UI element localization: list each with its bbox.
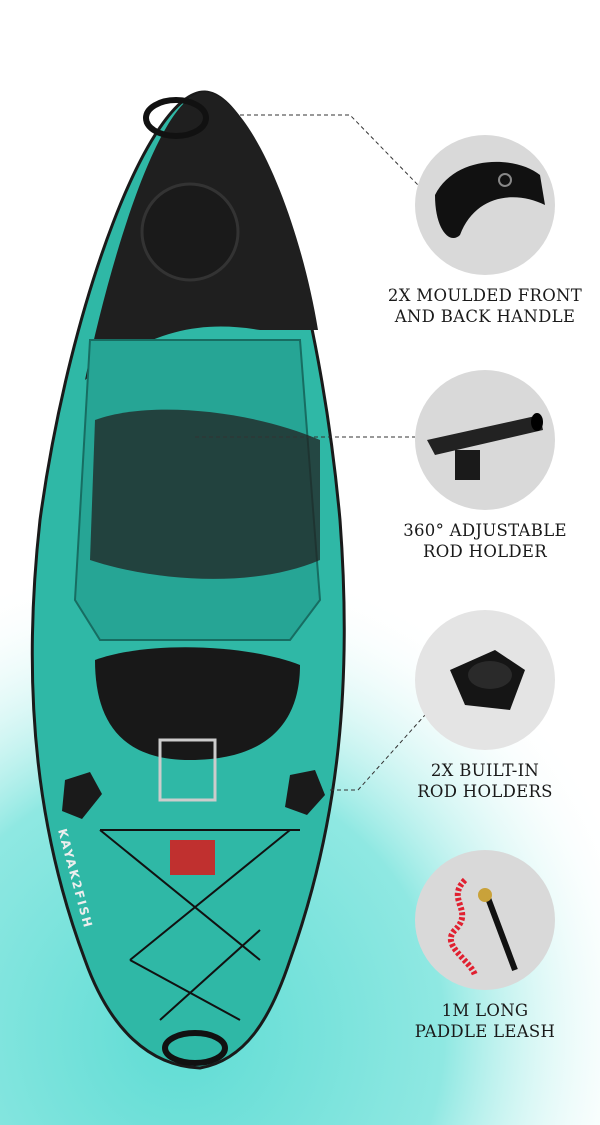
left-flush-rod-holder (62, 772, 102, 819)
right-flush-rod-holder (285, 770, 325, 815)
paddle-leash-icon (415, 850, 555, 990)
feature-built-in-rod-holders: 2X BUILT-IN ROD HOLDERS (380, 610, 590, 802)
feature-handle: 2X MOULDED FRONT AND BACK HANDLE (380, 135, 590, 327)
flush-rod-holder-icon (415, 610, 555, 750)
front-handle (143, 97, 209, 139)
feature-label-line2: AND BACK HANDLE (394, 307, 576, 326)
callout-lines (195, 114, 426, 791)
feature-label-line1: 360° ADJUSTABLE (403, 521, 567, 540)
feature-label-line2: PADDLE LEASH (414, 1022, 556, 1041)
feature-paddle-leash: 1M LONG PADDLE LEASH (380, 850, 590, 1042)
feature-label-line2: ROD HOLDER (423, 542, 547, 561)
feature-label-line1: 2X MOULDED FRONT (387, 286, 583, 305)
feature-label-line2: ROD HOLDERS (417, 782, 553, 801)
feature-label-line1: 2X BUILT-IN (430, 761, 540, 780)
handle-icon (415, 135, 555, 275)
feature-label-line1: 1M LONG (441, 1001, 529, 1020)
bungee-cords (99, 829, 300, 1021)
safety-label (170, 840, 215, 875)
rod-holder-icon (415, 370, 555, 510)
hatch-cover (140, 182, 240, 282)
seat (95, 647, 300, 760)
rear-handle (162, 1030, 228, 1066)
kayak: KAYAK2FISH (30, 90, 346, 1070)
feature-rod-holder: 360° ADJUSTABLE ROD HOLDER (380, 370, 590, 562)
